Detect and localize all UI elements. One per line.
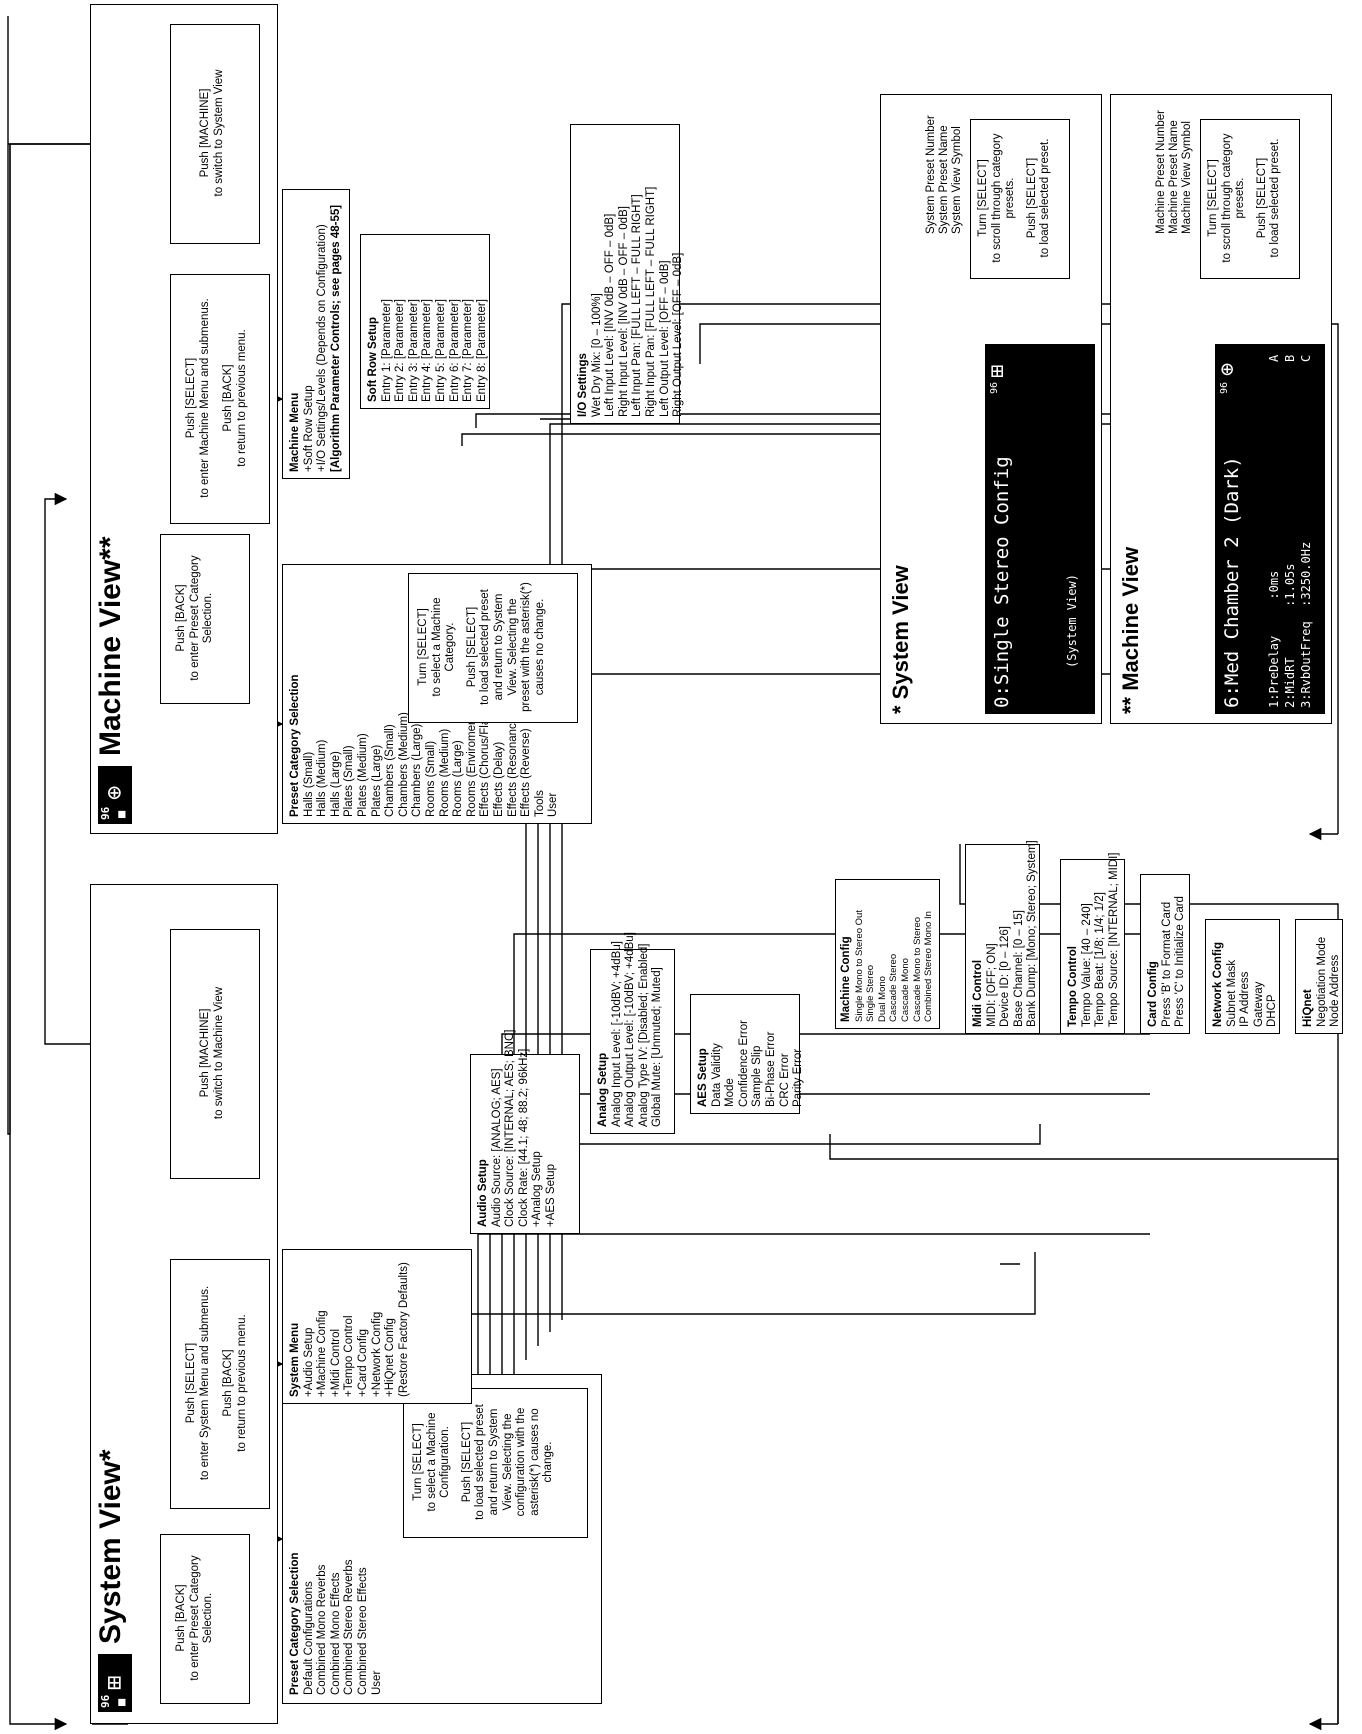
system-menu-box: System Menu +Audio Setup +Machine Config… xyxy=(282,1249,472,1404)
system-view-ref-title: * System View xyxy=(888,565,913,714)
machine-preset-number-label: Machine Preset Number xyxy=(1155,110,1167,234)
menu-item: +Tempo Control xyxy=(343,1315,356,1398)
midi-control-box: Midi Control MIDI: [OFF; ON] Device ID: … xyxy=(965,840,1040,1034)
system-view-lcd: 0:Single Stereo Config (System View) 96 … xyxy=(985,344,1095,714)
network-config-box: Network Config Subnet Mask IP Address Ga… xyxy=(1205,919,1280,1034)
list-item: Combined Stereo Effects xyxy=(356,1567,369,1695)
system-view-ref-note: Turn [SELECT] to scroll through category… xyxy=(970,119,1070,279)
menu-item: +Midi Control xyxy=(329,1328,342,1397)
system-view-symbol-icon: ⊞ xyxy=(100,1675,128,1690)
machine-view-symbol-label: Machine View Symbol xyxy=(1181,121,1193,234)
menu-item: +Machine Config xyxy=(316,1310,329,1397)
machine-preset-note: Turn [SELECT] to select a Machine Catego… xyxy=(408,573,578,723)
machine-select-button-box[interactable]: Push [SELECT] to enter Machine Menu and … xyxy=(170,274,270,524)
list-item: Combined Mono Reverbs xyxy=(316,1564,329,1695)
menu-item: +Audio Setup xyxy=(302,1327,315,1397)
system-preset-category-box: Preset Category Selection Default Config… xyxy=(282,1374,602,1704)
soft-row-setup-box: Soft Row Setup Entry 1: [Parameter] Entr… xyxy=(360,234,490,409)
menu-item: +Network Config xyxy=(370,1311,383,1397)
system-select-button-box[interactable]: Push [SELECT] to enter System Menu and s… xyxy=(170,1259,270,1509)
machine-menu-box: Machine Menu +Soft Row Setup +I/O Settin… xyxy=(282,189,350,479)
system-machine-button-box[interactable]: Push [MACHINE] to switch to Machine View xyxy=(170,929,260,1179)
list-item: Combined Stereo Reverbs xyxy=(343,1559,356,1695)
system-back-text: Push [BACK] to enter Preset Category Sel… xyxy=(175,1555,215,1681)
machine-view-symbol-icon: ⊕ xyxy=(100,785,128,800)
menu-item: (Restore Factory Defaults) xyxy=(397,1262,410,1397)
analog-setup-box: Analog Setup Analog Input Level: [-10dBV… xyxy=(590,932,675,1134)
machine-preset-category-box: Preset Category Selection Halls (Small) … xyxy=(282,564,592,824)
machine-machine-button-box[interactable]: Push [MACHINE] to switch to System View xyxy=(170,24,260,244)
system-select-text: Push [SELECT] to enter System Menu and s… xyxy=(185,1285,248,1481)
system-preset-number-label: System Preset Number xyxy=(925,115,937,234)
list-item: Combined Mono Effects xyxy=(329,1572,342,1695)
machine-back-button-box[interactable]: Push [BACK] to enter Preset Category Sel… xyxy=(160,534,250,704)
tempo-control-box: Tempo Control Tempo Value: [40 – 240] Te… xyxy=(1060,853,1125,1034)
system-view-icon: 96 ■ ⊞ xyxy=(98,1654,132,1712)
system-view-symbol-label: System View Symbol xyxy=(951,126,963,234)
machine-view-ref-title: ** Machine View xyxy=(1118,546,1143,714)
machine-config-box: Machine Config Single Mono to Stereo Out… xyxy=(835,879,940,1029)
machine-view-ref-note: Turn [SELECT] to scroll through category… xyxy=(1200,119,1300,279)
menu-item: +Card Config xyxy=(356,1328,369,1397)
machine-view-title: Machine View** xyxy=(94,536,127,756)
list-item: Default Configurations xyxy=(302,1581,315,1695)
io-settings-box: I/O Settings Wet Dry Mix: [0 – 100%] Lef… xyxy=(570,124,684,424)
machine-view-lcd: 6:Med Chamber 2 (Dark) 1:PreDelay :0ms 2… xyxy=(1215,344,1325,714)
system-view-title: System View* xyxy=(94,1449,127,1644)
system-preset-name-label: System Preset Name xyxy=(938,125,950,234)
aes-setup-box: AES Setup Data Validity Mode Confidence … xyxy=(690,994,804,1114)
menu-item: +HiQnet Config xyxy=(384,1318,397,1397)
system-menu-title: System Menu xyxy=(289,1322,301,1397)
card-config-box: Card Config Press 'B' to Format Card Pre… xyxy=(1140,874,1190,1034)
system-machine-text: Push [MACHINE] to switch to Machine View xyxy=(199,986,225,1120)
list-item: User xyxy=(370,1670,383,1695)
audio-setup-box: Audio Setup Audio Source: [ANALOG; AES] … xyxy=(470,1030,580,1234)
system-back-button-box[interactable]: Push [BACK] to enter Preset Category Sel… xyxy=(160,1534,250,1704)
system-preset-title: Preset Category Selection xyxy=(289,1552,301,1695)
machine-preset-name-label: Machine Preset Name xyxy=(1168,120,1180,234)
system-preset-note: Turn [SELECT] to select a Machine Config… xyxy=(403,1388,588,1538)
machine-view-icon: 96 ■ ⊕ xyxy=(98,766,132,824)
hiqnet-config-box: HiQnet Negotiation Mode Node Address xyxy=(1295,919,1343,1034)
